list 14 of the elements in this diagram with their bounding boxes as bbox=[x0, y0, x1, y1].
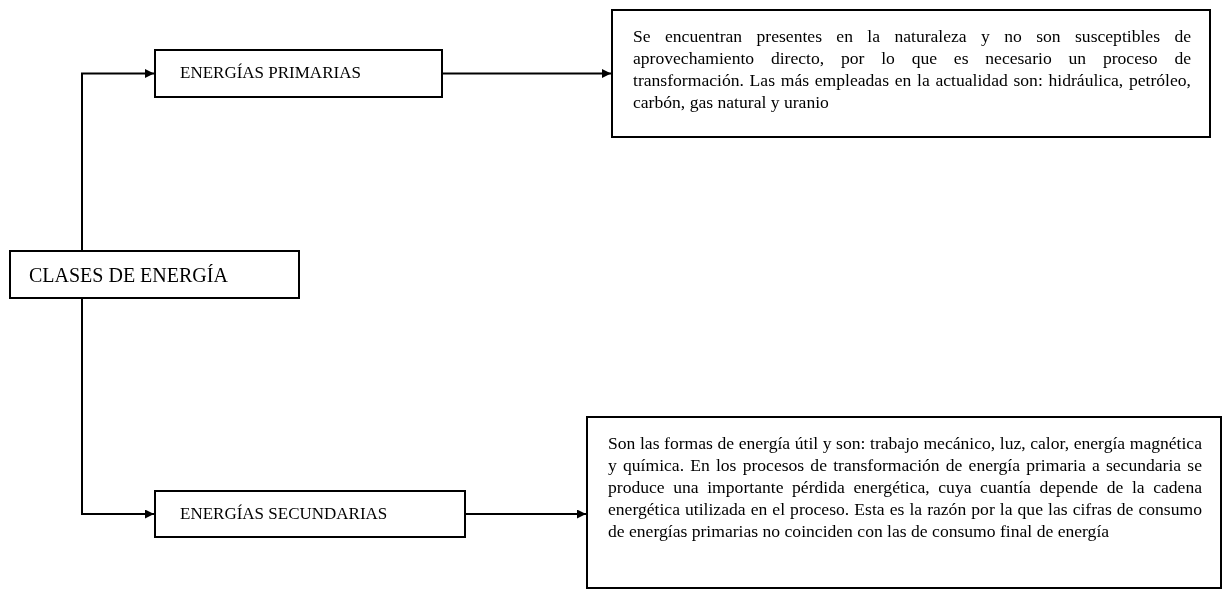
arrow bbox=[442, 69, 612, 78]
arrow bbox=[465, 509, 587, 519]
arrow bbox=[81, 69, 155, 251]
category-box bbox=[154, 490, 466, 538]
category-box bbox=[154, 49, 443, 98]
description-box bbox=[586, 416, 1222, 589]
description-text: Son las formas de energía útil y son: trabajo mecánico, luz, calor, energía magnética y química. En los procesos de transformación de energía primaria a secundaria se produce una importante pérdida energética, cuya cuantía depende de la cadena energética utilizada en el proceso. Esta es la razón por la que las cifras de consumo de energías primarias no coinciden con las de consumo final de energía bbox=[608, 432, 1202, 542]
category-label: CLASES DE ENERGÍA bbox=[29, 262, 228, 287]
description-box bbox=[611, 9, 1211, 138]
description-text: Se encuentran presentes en la naturaleza y no son susceptibles de aprovechamiento directo, por lo que es necesario un proceso de transformación. Las más empleadas en la actualidad son: hidráulica, petróleo, carbón, gas natural y uranio bbox=[633, 25, 1191, 113]
category-label: ENERGÍAS PRIMARIAS bbox=[180, 63, 361, 84]
category-box bbox=[9, 250, 300, 299]
category-label: ENERGÍAS SECUNDARIAS bbox=[180, 503, 388, 525]
arrow bbox=[81, 298, 155, 519]
